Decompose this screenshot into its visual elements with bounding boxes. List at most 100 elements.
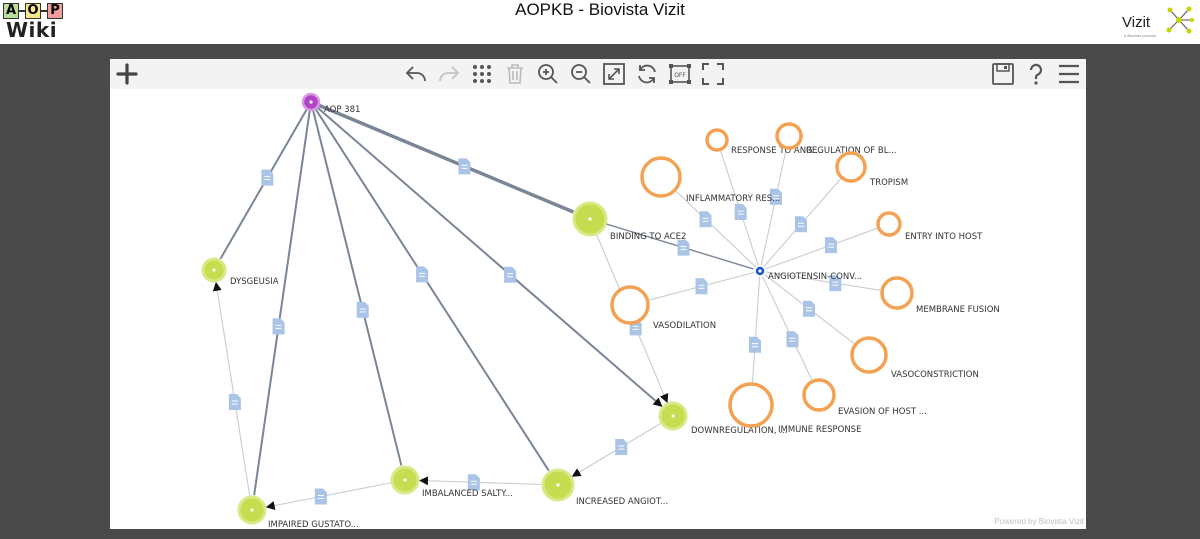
- document-icon[interactable]: [261, 169, 274, 186]
- edge-document-layer: [228, 158, 842, 505]
- menu-icon: [1059, 64, 1079, 84]
- delete-button[interactable]: [502, 61, 528, 87]
- document-icon[interactable]: [695, 278, 708, 295]
- node-impaired[interactable]: IMPAIRED GUSTATO...: [237, 495, 359, 529]
- edge-increased-imbalanced[interactable]: [418, 476, 544, 486]
- document-icon[interactable]: [416, 266, 429, 283]
- add-button[interactable]: [114, 61, 140, 87]
- save-button[interactable]: [990, 61, 1016, 87]
- edge-aop-impaired[interactable]: [253, 109, 311, 496]
- node-evasion[interactable]: EVASION OF HOST ...: [802, 378, 927, 417]
- document-icon[interactable]: [786, 331, 799, 348]
- document-icon[interactable]: [749, 336, 762, 353]
- grid-icon: [473, 65, 491, 83]
- logo-letter-p: P: [47, 3, 63, 19]
- edge-aop-downreg[interactable]: [316, 106, 663, 407]
- node-circle[interactable]: [850, 336, 888, 374]
- refresh-button[interactable]: [634, 61, 660, 87]
- node-inflammatory[interactable]: INFLAMMATORY RES...: [640, 156, 780, 204]
- node-circle[interactable]: [876, 211, 902, 237]
- document-icon[interactable]: [803, 300, 816, 317]
- node-label: ENTRY INTO HOST: [905, 232, 983, 242]
- document-icon[interactable]: [829, 275, 842, 292]
- edge-hub-regulation[interactable]: [760, 149, 787, 267]
- svg-text:OFF: OFF: [674, 72, 686, 79]
- node-center-dot: [309, 100, 313, 104]
- node-downreg[interactable]: DOWNREGULATION, ...: [658, 401, 787, 436]
- node-label: VASODILATION: [653, 321, 716, 331]
- zoom-out-icon: [571, 64, 591, 84]
- document-icon[interactable]: [769, 188, 782, 205]
- node-binding[interactable]: BINDING TO ACE2: [572, 201, 686, 242]
- document-icon[interactable]: [467, 474, 480, 491]
- document-icon[interactable]: [734, 204, 747, 221]
- node-circle[interactable]: [802, 378, 836, 412]
- document-icon[interactable]: [794, 216, 807, 233]
- node-center-dot: [758, 269, 762, 273]
- node-circle[interactable]: [835, 151, 867, 183]
- node-circle[interactable]: [705, 128, 729, 152]
- node-label: IMBALANCED SALTY...: [422, 489, 513, 499]
- brand-subtitle: a Biovista product: [1124, 33, 1156, 38]
- edge-hub-entry[interactable]: [764, 227, 877, 270]
- fullscreen-button[interactable]: [700, 61, 726, 87]
- document-icon[interactable]: [228, 394, 241, 410]
- node-tropism[interactable]: TROPISM: [835, 151, 908, 188]
- node-circle[interactable]: [640, 156, 682, 198]
- undo-button[interactable]: [403, 61, 429, 87]
- edge-impaired-dysgeusia[interactable]: [212, 281, 251, 498]
- node-hub[interactable]: ANGIOTENSIN-CONV...: [754, 265, 862, 282]
- node-aop[interactable]: AOP 381: [301, 92, 360, 115]
- node-response[interactable]: RESPONSE TO ANG...: [705, 128, 821, 156]
- node-circle[interactable]: [728, 382, 774, 428]
- node-circle[interactable]: [880, 276, 914, 310]
- node-circle[interactable]: [610, 285, 650, 325]
- node-regulation[interactable]: REGULATION OF BL...: [775, 122, 897, 156]
- zoom-in-button[interactable]: [535, 61, 561, 87]
- node-immune[interactable]: IMMUNE RESPONSE: [728, 382, 861, 435]
- fit-icon: [603, 63, 625, 85]
- fit-button[interactable]: [601, 61, 627, 87]
- node-entry[interactable]: ENTRY INTO HOST: [876, 211, 983, 242]
- document-icon[interactable]: [458, 158, 471, 175]
- aop-wiki-logo[interactable]: A O P Wiki: [2, 2, 66, 42]
- node-increased[interactable]: INCREASED ANGIOT...: [541, 468, 668, 507]
- node-vasodilation[interactable]: VASODILATION: [610, 285, 716, 331]
- node-imbalanced[interactable]: IMBALANCED SALTY...: [390, 465, 513, 499]
- document-icon[interactable]: [677, 239, 690, 256]
- node-membrane[interactable]: MEMBRANE FUSION: [880, 276, 1000, 315]
- off-button[interactable]: OFF: [667, 61, 693, 87]
- edge-layer: [212, 103, 881, 510]
- document-icon[interactable]: [314, 488, 327, 505]
- edge-imbalanced-impaired[interactable]: [265, 481, 393, 510]
- document-icon[interactable]: [272, 318, 285, 335]
- help-button[interactable]: [1023, 61, 1049, 87]
- node-label: INCREASED ANGIOT...: [576, 497, 668, 507]
- document-icon[interactable]: [699, 211, 712, 228]
- node-circle[interactable]: [775, 122, 803, 150]
- node-label: AOP 381: [324, 105, 360, 115]
- document-icon[interactable]: [615, 439, 628, 456]
- zoom-out-button[interactable]: [568, 61, 594, 87]
- document-icon[interactable]: [504, 266, 517, 283]
- edge-aop-increased[interactable]: [314, 108, 550, 472]
- document-icon[interactable]: [356, 301, 369, 318]
- vizit-logo[interactable]: Vizit a Biovista product: [1114, 2, 1194, 42]
- edge-hub-immune[interactable]: [751, 275, 761, 383]
- edge-aop-imbalanced[interactable]: [311, 109, 403, 466]
- edge-hub-membrane[interactable]: [764, 271, 881, 291]
- menu-button[interactable]: [1056, 61, 1082, 87]
- redo-button[interactable]: [436, 61, 462, 87]
- edge-aop-binding[interactable]: [317, 103, 575, 214]
- document-icon[interactable]: [824, 237, 837, 254]
- node-center-dot: [212, 268, 216, 272]
- edge-hub-evasion[interactable]: [761, 275, 813, 380]
- node-label: REGULATION OF BL...: [806, 146, 897, 156]
- edge-hub-inflammatory[interactable]: [675, 191, 757, 268]
- node-dysgeusia[interactable]: DYSGEUSIA: [201, 257, 279, 287]
- node-vasoconstriction[interactable]: VASOCONSTRICTION: [850, 336, 979, 380]
- grid-button[interactable]: [469, 61, 495, 87]
